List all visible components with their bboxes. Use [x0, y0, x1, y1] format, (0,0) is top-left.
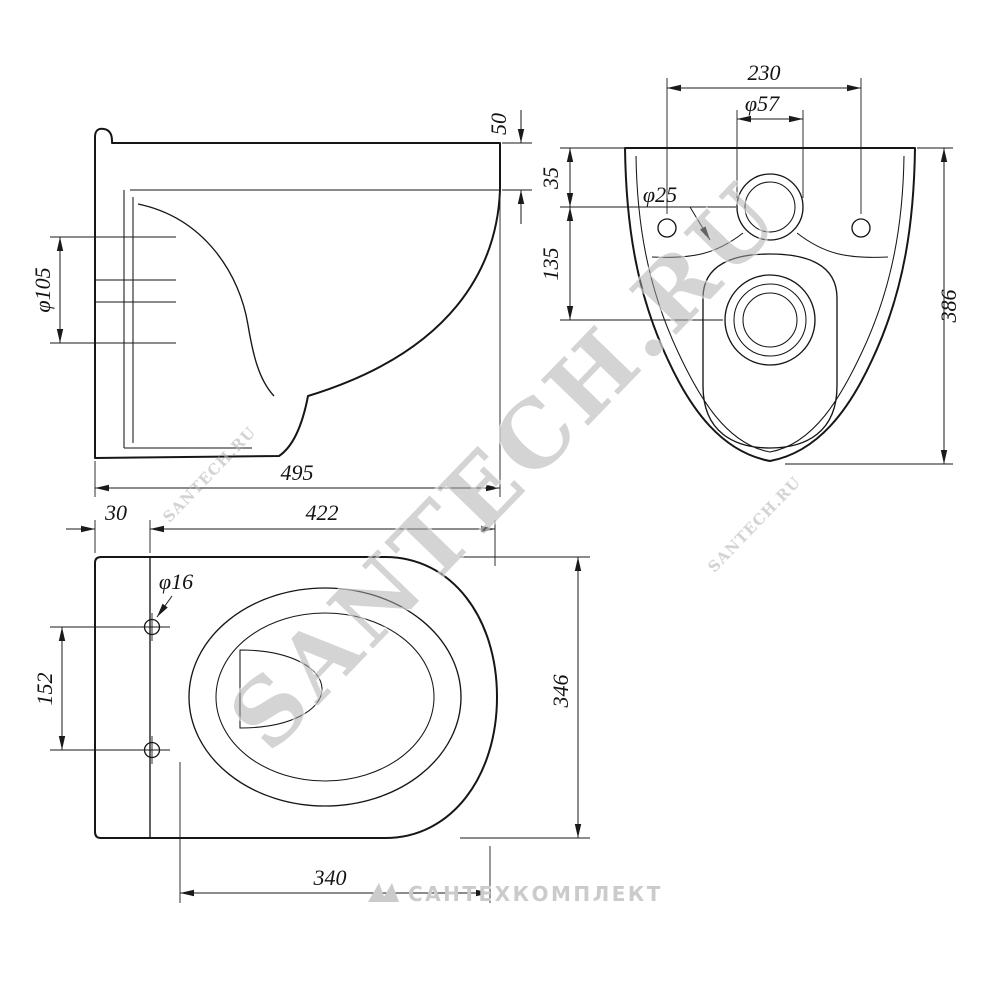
- dim-rim-thickness-label: 50: [486, 113, 511, 135]
- dim-flange-depth-label: 30: [104, 500, 127, 525]
- outlet-hole-outer-circle: [724, 274, 816, 366]
- flush-jet-d-shape: [239, 649, 323, 729]
- dim-overall-height-label: 386: [936, 290, 961, 324]
- dim-outlet-diameter-label: φ105: [30, 267, 55, 312]
- dim-seat-hole-diameter-label: φ16: [159, 569, 193, 594]
- dim-body-depth-label: 422: [306, 500, 339, 525]
- trap-housing-obround: [702, 253, 838, 449]
- dim-bowl-length-label: 340: [313, 865, 347, 890]
- watermark-small-right: SANTECH.RU: [704, 473, 804, 576]
- dim-fixing-diameter-label: φ25: [643, 182, 677, 207]
- dim-inlet-outlet-distance-label: 135: [538, 248, 563, 281]
- leader-arrow: [689, 206, 711, 241]
- dim-fixing-spacing-label: 230: [748, 60, 781, 85]
- watermark-layer: SANTECH.RU SANTECH.RU SANTECH.RU САНТЕХК…: [159, 161, 804, 906]
- inlet-hole-outer-circle: [736, 173, 804, 241]
- bowl-inner-curve: [137, 203, 275, 397]
- rim-channel-curve-right: [796, 232, 889, 258]
- dim-inlet-diameter-label: φ57: [745, 91, 780, 116]
- watermark-small-left: SANTECH.RU: [159, 423, 259, 526]
- fixing-hole-right: [851, 218, 871, 238]
- rear-inner-contour: [635, 155, 905, 453]
- rear-outline-path: [624, 147, 916, 462]
- dim-seat-hole-spacing-label: 152: [32, 673, 57, 706]
- seat-rim-outer-oval: [188, 587, 462, 807]
- rim-channel-curve-left: [651, 232, 744, 258]
- side-view: 50 φ105 495: [30, 110, 532, 497]
- inlet-hole-inner-circle: [744, 181, 796, 233]
- brand-logo-icon: [368, 883, 399, 902]
- dim-inlet-offset-label: 35: [538, 167, 563, 190]
- dim-overall-width-label: 346: [548, 675, 573, 709]
- outlet-hole-inner-circle: [742, 292, 798, 348]
- bowl-opening-inner-oval: [215, 612, 435, 782]
- rear-view: 230 φ57 φ25 35 135 386: [538, 60, 961, 465]
- outlet-hole-mid-circle: [733, 283, 807, 357]
- dim-overall-depth-label: 495: [281, 460, 314, 485]
- side-outline-path: [94, 127, 501, 459]
- top-view: 30 422 φ16 152 346 340: [32, 500, 590, 903]
- top-outline-path: [94, 556, 498, 839]
- watermark-bottom-brand: САНТЕХКОМПЛЕКТ: [408, 882, 663, 906]
- leader-arrow: [156, 595, 173, 618]
- fixing-hole-left: [657, 218, 677, 238]
